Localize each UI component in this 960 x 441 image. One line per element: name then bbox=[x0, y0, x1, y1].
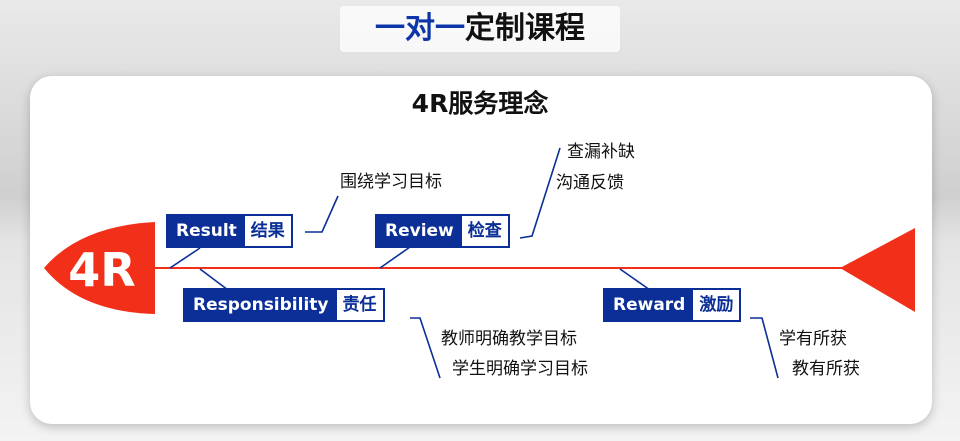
title-highlight: 一对一 bbox=[375, 11, 465, 46]
badge-result-en: Result bbox=[168, 216, 245, 246]
fish-tail bbox=[840, 228, 915, 312]
title-band bbox=[340, 6, 620, 52]
review-bone bbox=[379, 246, 411, 269]
reward-note-2: 教有所获 bbox=[792, 359, 860, 379]
review-note-connector bbox=[519, 147, 561, 239]
badge-responsibility-zh: 责任 bbox=[342, 295, 377, 315]
responsibility-note-connector bbox=[410, 317, 441, 379]
review-note-1: 查漏补缺 bbox=[567, 142, 635, 162]
badge-review-zh: 检查 bbox=[467, 221, 502, 241]
reward-bone bbox=[619, 268, 651, 291]
title-rest: 定制课程 bbox=[465, 11, 585, 46]
badge-result: Result 结果 bbox=[166, 214, 293, 248]
card-title: 4R服务理念 bbox=[411, 89, 549, 118]
badge-reward-zh: 激励 bbox=[699, 295, 734, 315]
badge-review: Review 检查 bbox=[375, 214, 510, 248]
reward-note-1: 学有所获 bbox=[779, 329, 847, 349]
reward-note-connector bbox=[750, 317, 779, 379]
fish-head bbox=[44, 222, 155, 314]
badge-responsibility: Responsibility 责任 bbox=[183, 288, 385, 322]
badge-result-zh: 结果 bbox=[250, 221, 285, 241]
badge-reward-en: Reward bbox=[605, 290, 694, 320]
result-note-connector bbox=[305, 195, 339, 233]
responsibility-bone bbox=[199, 268, 229, 291]
review-note-2: 沟通反馈 bbox=[556, 173, 624, 193]
concept-card bbox=[30, 76, 932, 424]
badge-reward: Reward 激励 bbox=[603, 288, 742, 322]
badge-review-en: Review bbox=[377, 216, 462, 246]
result-bone bbox=[169, 247, 201, 269]
page-title: 一对一定制课程 bbox=[340, 8, 620, 50]
badge-responsibility-en: Responsibility bbox=[185, 290, 337, 320]
responsibility-note-2: 学生明确学习目标 bbox=[452, 359, 588, 379]
fish-head-label: 4R bbox=[68, 243, 136, 297]
responsibility-note-1: 教师明确教学目标 bbox=[441, 329, 577, 349]
result-note-1: 围绕学习目标 bbox=[340, 172, 442, 192]
